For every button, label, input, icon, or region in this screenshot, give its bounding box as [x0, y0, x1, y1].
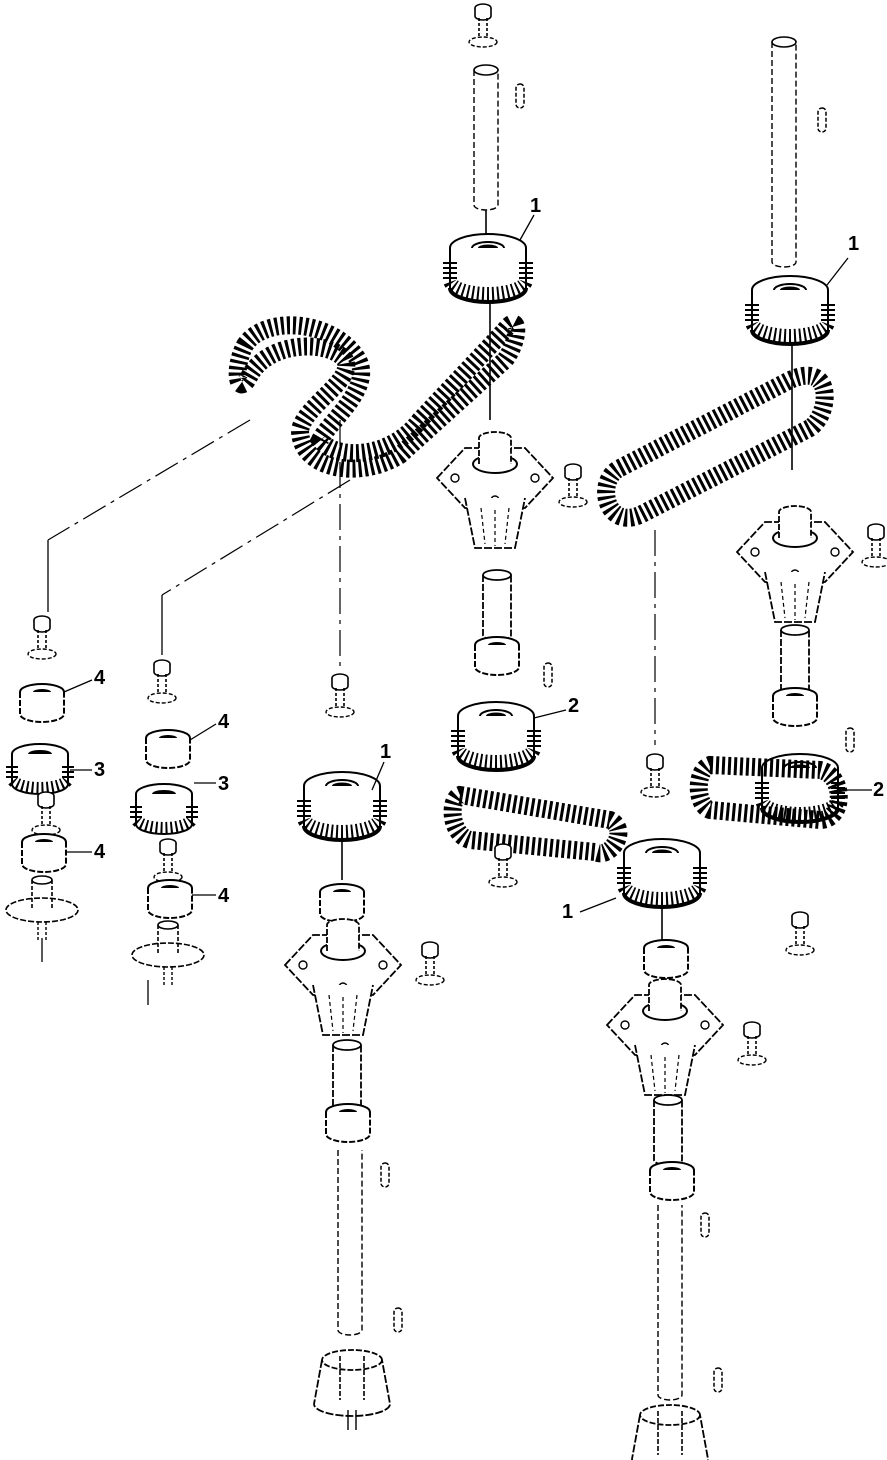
callout-3-stack-a: 3 — [70, 759, 105, 781]
callout-label: 4 — [218, 885, 230, 907]
callout-4-stack-a-lower: 4 — [66, 841, 106, 863]
idler-stack-b — [132, 659, 205, 1005]
callout-label: 4 — [94, 841, 106, 863]
callout-label: 2 — [568, 695, 579, 717]
callout-label: 1 — [380, 741, 391, 763]
lower-middle-belt — [443, 785, 628, 888]
center-shaft-assembly — [284, 673, 445, 1431]
right-drive-shaft-assembly — [752, 36, 828, 470]
callout-4-stack-b-lower: 4 — [192, 885, 230, 907]
right-oval-belt — [597, 366, 834, 527]
callout-label: 2 — [873, 779, 884, 801]
callout-1-lower-right: 1 — [562, 897, 617, 923]
right-lower-belt — [689, 755, 848, 956]
callout-3-stack-b: 3 — [194, 773, 229, 795]
left-serpentine-belt — [228, 314, 526, 478]
callout-label: 3 — [94, 759, 105, 781]
callout-label: 4 — [94, 667, 106, 689]
callout-1-top-right: 1 — [826, 233, 859, 286]
callout-label: 1 — [530, 195, 541, 217]
callout-label: 3 — [218, 773, 229, 795]
left-belt-centerlines — [47, 419, 351, 670]
left-upper-housing — [436, 431, 588, 770]
callout-2-middle: 2 — [533, 695, 579, 719]
idler-stack-a — [5, 615, 79, 962]
callout-label: 4 — [218, 711, 230, 733]
callout-label: 1 — [848, 233, 859, 255]
callout-1-center: 1 — [371, 741, 391, 791]
callout-4-stack-a-upper: 4 — [63, 667, 106, 693]
callout-1-top-left: 1 — [519, 195, 541, 241]
callout-2-right: 2 — [838, 779, 884, 801]
left-drive-shaft-assembly — [450, 3, 526, 420]
callout-label: 1 — [562, 901, 573, 923]
right-lower-shaft-assembly — [606, 530, 767, 1460]
callout-4-stack-b-upper: 4 — [189, 711, 230, 741]
